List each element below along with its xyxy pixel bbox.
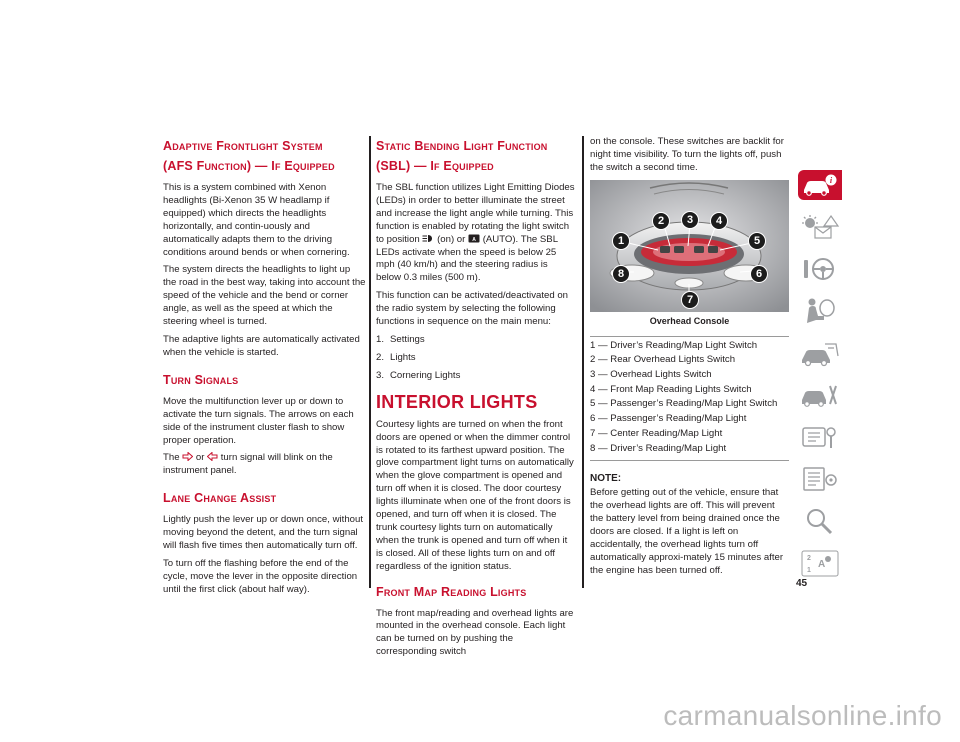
tab-starting-driving[interactable] (798, 338, 842, 368)
search-index-icon (807, 509, 833, 535)
column-right: on the console. These switches are backl… (590, 136, 789, 583)
sbl-paragraph-2: This function can be activated/deactivat… (376, 290, 568, 328)
afs-paragraph-3: The adaptive lights are automatically ac… (163, 333, 360, 358)
overhead-console-illustration (590, 179, 789, 312)
overhead-console-image: 1 2 3 4 5 6 7 8 (590, 179, 789, 312)
heading-sbl-line1: Static Bending Light Function (376, 139, 548, 153)
right-turn-arrow-icon (182, 452, 194, 462)
heading-sbl: Static Bending Light Function (SBL) — If… (376, 136, 575, 176)
list-item: 2. Lights (376, 352, 575, 365)
emergency-icon (802, 385, 837, 407)
note-title: NOTE: (590, 473, 622, 485)
legend-item: 4 — Front Map Reading Lights Switch (590, 383, 752, 395)
svg-text:2: 2 (807, 555, 811, 562)
legend-item: 6 — Passenger’s Reading/Map Light (590, 413, 747, 425)
front-map-paragraph-1: The front map/reading and overhead light… (376, 607, 574, 658)
note-text: Before getting out of the vehicle, ensur… (590, 487, 784, 576)
column-left: Adaptive Frontlight System (AFS Function… (163, 136, 366, 602)
legend-item: 2 — Rear Overhead Lights Switch (590, 354, 736, 366)
tab-safety[interactable] (798, 296, 842, 326)
headlight-on-icon (422, 234, 433, 242)
step-text: Cornering Lights (390, 369, 461, 381)
step-number: 2. (376, 351, 385, 363)
tab-warning-lights[interactable] (798, 212, 842, 242)
column-middle: Static Bending Light Function (SBL) — If… (376, 136, 575, 664)
heading-afs-line2: (AFS Function) — If Equipped (163, 159, 335, 173)
callout-8: 8 (612, 264, 630, 283)
callout-4: 4 (710, 211, 728, 230)
heading-afs-line1: Adaptive Frontlight System (163, 139, 323, 153)
heading-interior-lights: INTERIOR LIGHTS (376, 391, 538, 412)
callout-7: 7 (681, 290, 699, 309)
callout-5: 5 (748, 231, 766, 250)
sbl-text-b: (on) or (437, 233, 466, 245)
tab-steering[interactable] (798, 254, 842, 284)
step-text: Settings (390, 333, 425, 345)
svg-text:A: A (472, 237, 476, 243)
column-divider-1 (369, 136, 371, 588)
tab-car-info[interactable]: i (798, 170, 842, 200)
sbl-text-a: The SBL function utilizes Light Emitting… (376, 182, 575, 245)
callout-2: 2 (652, 211, 670, 230)
lane-paragraph-1: Lightly push the lever up or down once, … (163, 514, 363, 552)
turn-text-a: The (163, 452, 180, 464)
callout-1: 1 (612, 231, 630, 250)
svg-text:A: A (818, 559, 825, 570)
languages-icon: 2 1 A (801, 550, 839, 577)
heading-front-map-lights: Front Map Reading Lights (376, 584, 527, 599)
sbl-paragraph-1: The SBL function utilizes Light Emitting… (376, 182, 575, 285)
legend-item: 8 — Driver’s Reading/Map Light (590, 442, 727, 454)
figure-caption: Overhead Console (649, 315, 730, 326)
afs-paragraph-2: The system directs the headlights to lig… (163, 264, 366, 328)
steering-wheel-icon (804, 258, 834, 280)
legend-item: 1 — Driver’s Reading/Map Light Switch (590, 339, 758, 351)
continued-paragraph: on the console. These switches are backl… (590, 136, 784, 173)
menu-steps-list: 1. Settings 2. Lights 3. Cornering Lights (376, 334, 575, 383)
heading-sbl-line2: (SBL) — If Equipped (376, 159, 494, 173)
column-divider-2 (582, 136, 584, 588)
heading-turn-signals: Turn Signals (163, 372, 239, 387)
figure-legend: 1 — Driver’s Reading/Map Light Switch 2 … (590, 335, 789, 462)
callout-3: 3 (681, 210, 699, 229)
sbl-text-c: (AUTO). The SBL LEDs activate when the s… (376, 233, 558, 284)
step-number: 3. (376, 369, 385, 381)
safety-airbag-icon (807, 298, 835, 323)
turn-text-or: or (195, 452, 205, 464)
callout-6: 6 (750, 264, 768, 283)
interior-paragraph-1: Courtesy lights are turned on when the f… (376, 418, 574, 572)
list-item: 1. Settings (376, 334, 575, 347)
list-item: 3. Cornering Lights (376, 370, 575, 383)
tab-emergency[interactable] (798, 380, 842, 410)
turn-text-b: turn signal will blink on the instrument… (163, 452, 333, 477)
afs-paragraph-1: This is a system combined with Xenon hea… (163, 182, 350, 258)
heading-lane-change: Lane Change Assist (163, 491, 277, 506)
legend-item: 5 — Passenger’s Reading/Map Light Switch (590, 398, 778, 410)
legend-item: 7 — Center Reading/Map Light (590, 427, 723, 439)
tab-search[interactable] (798, 506, 842, 536)
step-number: 1. (376, 333, 385, 345)
watermark: carmanualsonline.info (663, 700, 942, 731)
tab-languages[interactable]: 2 1 A (798, 548, 842, 578)
tab-specifications[interactable] (798, 464, 842, 494)
svg-text:1: 1 (807, 567, 811, 574)
starting-driving-icon (802, 343, 839, 367)
chapter-tabs-sidebar: i (798, 170, 842, 590)
svg-text:i: i (830, 176, 833, 185)
specifications-icon (803, 467, 837, 491)
maintenance-tools-icon (802, 427, 836, 448)
lane-paragraph-2: To turn off the flashing before the end … (163, 557, 358, 595)
tab-maintenance[interactable] (798, 422, 842, 452)
heading-afs: Adaptive Frontlight System (AFS Function… (163, 136, 366, 176)
warning-lights-icon (802, 214, 840, 239)
turn-paragraph-2: The or turn signal will blink on the ins… (163, 452, 366, 478)
car-info-icon: i (804, 174, 837, 196)
legend-item: 3 — Overhead Lights Switch (590, 369, 712, 381)
step-text: Lights (390, 351, 416, 363)
left-turn-arrow-icon (207, 452, 218, 462)
page-number: 45 (796, 578, 808, 589)
auto-light-icon: A (468, 234, 480, 243)
turn-paragraph-1: Move the multifunction lever up or down … (163, 395, 354, 446)
